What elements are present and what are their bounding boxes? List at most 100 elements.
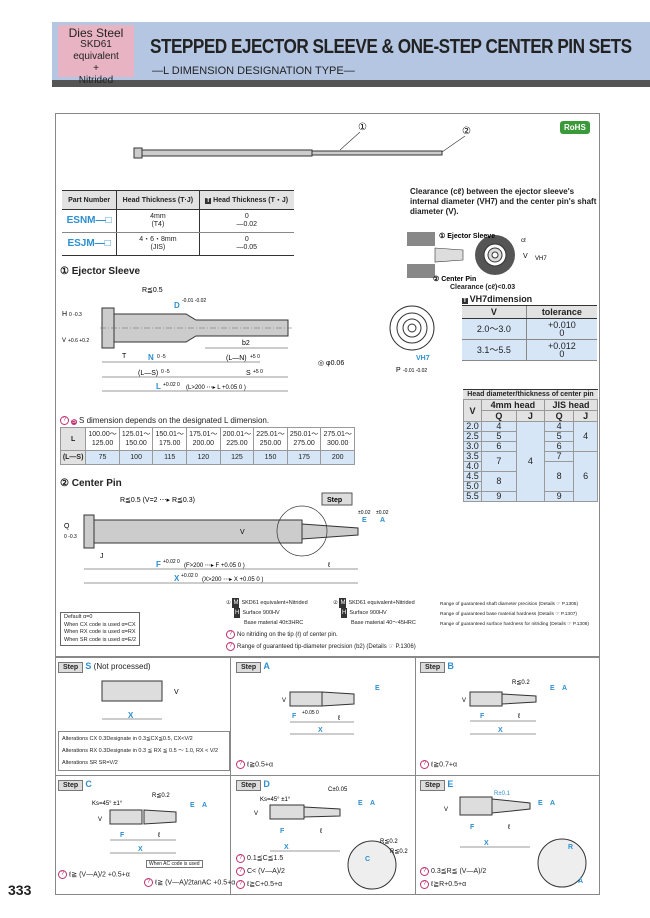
svg-text:ℓ: ℓ bbox=[517, 713, 521, 720]
thickness-note: (JIS) bbox=[150, 244, 166, 251]
step-s-header: Step S (Not processed) bbox=[58, 661, 151, 673]
ls-value: 125 bbox=[219, 450, 255, 465]
label-ell: ℓ bbox=[327, 562, 331, 569]
svg-text:A: A bbox=[202, 802, 207, 809]
svg-text:Ks=45° ±1°: Ks=45° ±1° bbox=[92, 801, 123, 807]
label-p-tol: -0.01 -0.02 bbox=[403, 368, 427, 374]
step-button[interactable]: Step bbox=[58, 780, 84, 791]
ls-value: 200 bbox=[320, 450, 355, 465]
label-runout: ◎ φ0.06 bbox=[318, 360, 344, 367]
part-esnm[interactable]: ESNM—□ bbox=[62, 209, 118, 233]
label-x-note: (X>200 ⋯▸ X +0.05 0 ) bbox=[202, 577, 263, 583]
step-button[interactable]: Step bbox=[420, 780, 446, 791]
svg-text:ℓ: ℓ bbox=[507, 824, 511, 831]
overview-drawing: ① ② bbox=[133, 122, 471, 159]
part-esjm[interactable]: ESJM—□ bbox=[62, 232, 118, 256]
label-ln: (L—N) bbox=[226, 355, 247, 362]
step-b-formula: ?ℓ≧0.7+α bbox=[420, 760, 457, 769]
ref-link[interactable]: Range of guaranteed surface hardness for… bbox=[440, 622, 590, 627]
alterations-box: Alterations CX 0.3Designate in 0.3≦CX≦0.… bbox=[58, 731, 230, 771]
ls-value: 100 bbox=[118, 450, 154, 465]
svg-text:V: V bbox=[444, 807, 448, 813]
ejector-sleeve-drawing: R≦0.5 D -0.01 -0.02 H 0 -0.3 V +0.6 +0.2… bbox=[62, 287, 435, 392]
label-ln-tol: +5 0 bbox=[250, 354, 260, 360]
l-range: 200.01～225.00 bbox=[219, 427, 255, 451]
step-b-header: Step B bbox=[420, 661, 454, 673]
step-button[interactable]: Step bbox=[236, 780, 262, 791]
step-callout: Step bbox=[327, 497, 342, 504]
step-c-header: Step C bbox=[58, 779, 92, 791]
th-l: L bbox=[59, 427, 87, 451]
step-a-formula: ?ℓ≧0.5+α bbox=[236, 760, 273, 769]
step-c-formula: ?ℓ≧ (V—A)/2 +0.5+α bbox=[58, 870, 130, 879]
svg-text:R≦0.2: R≦0.2 bbox=[512, 680, 530, 686]
sleeve-head bbox=[133, 147, 143, 159]
svg-text:A: A bbox=[370, 800, 375, 807]
label-v-tol: +0.6 +0.2 bbox=[68, 338, 89, 344]
svg-text:E: E bbox=[190, 802, 195, 809]
ls-value: 175 bbox=[286, 450, 322, 465]
label-pin: ② Center Pin bbox=[433, 275, 476, 283]
step-button[interactable]: Step bbox=[236, 662, 262, 673]
thickness: 4・6・8mm bbox=[139, 236, 177, 243]
svg-text:X: X bbox=[498, 727, 503, 734]
ls-value: 120 bbox=[186, 450, 221, 465]
material-line3: Nitrided bbox=[78, 75, 114, 86]
th-ls: (L—S) bbox=[59, 450, 87, 465]
l-range: 150.01～175.00 bbox=[152, 427, 188, 451]
step-button[interactable]: Step bbox=[420, 662, 446, 673]
label-q: Q bbox=[64, 523, 70, 530]
center-pin-drawing: R≦0.5 (V=2 ⋯▸ R≦0.3) Step Q 0 -0.3 V J E… bbox=[64, 492, 389, 584]
svg-text:A: A bbox=[550, 800, 555, 807]
th-thickness: Head Thickness (T·J) bbox=[116, 190, 200, 210]
dim-v: V bbox=[523, 253, 528, 260]
label-q-tol: 0 -0.3 bbox=[64, 534, 77, 540]
label-e: E bbox=[362, 517, 367, 524]
label-n: N bbox=[148, 353, 154, 362]
step-d-header: Step D bbox=[236, 779, 270, 791]
thickness: 4mm bbox=[150, 213, 166, 220]
svg-text:ℓ: ℓ bbox=[337, 715, 341, 722]
label-a-tol: ±0.02 bbox=[376, 510, 389, 516]
svg-text:V: V bbox=[462, 698, 466, 704]
material-line1: Dies Steel bbox=[68, 26, 124, 40]
dim-vh7: VH7 bbox=[535, 256, 547, 262]
tol-upper: 0 bbox=[244, 236, 249, 243]
svg-text:A: A bbox=[562, 685, 567, 692]
note-precision[interactable]: ?Range of guaranteed tip-diameter precis… bbox=[226, 642, 416, 651]
l-range: 175.01～200.00 bbox=[186, 427, 221, 451]
step-c-ac-formula: ?ℓ≧ (V—A)/2tanAC +0.5+α bbox=[144, 878, 235, 887]
label-b2: b2 bbox=[242, 340, 250, 347]
svg-text:V: V bbox=[98, 817, 102, 823]
steps-frame bbox=[55, 657, 600, 895]
t-mark: T bbox=[205, 198, 212, 204]
l-range: 250.01～275.00 bbox=[286, 427, 322, 451]
label-h: H bbox=[62, 311, 67, 318]
ref-link[interactable]: Range of guaranteed base material hardne… bbox=[440, 612, 578, 617]
thickness-note: (T4) bbox=[151, 221, 165, 228]
table-row: ESNM—□4mm(T4)0—0.02 bbox=[62, 209, 294, 233]
svg-text:Ks=45° ±1°: Ks=45° ±1° bbox=[260, 797, 291, 803]
header-bar bbox=[52, 80, 650, 87]
label-r: R≦0.5 bbox=[142, 287, 163, 294]
svg-text:F: F bbox=[120, 832, 125, 839]
ls-value: 115 bbox=[152, 450, 188, 465]
l-range: 100.00～125.00 bbox=[85, 427, 120, 451]
ref-link[interactable]: Range of guaranteed shaft diameter preci… bbox=[440, 602, 579, 607]
callout-2: ② bbox=[462, 126, 471, 137]
center-pin-heading: ② Center Pin bbox=[60, 478, 122, 489]
label-n-tol: 0 -5 bbox=[157, 354, 166, 360]
step-button[interactable]: Step bbox=[58, 662, 84, 673]
label-x: X bbox=[174, 574, 180, 583]
svg-text:R: R bbox=[568, 844, 573, 851]
label-v: V bbox=[62, 338, 66, 344]
svg-text:F: F bbox=[480, 713, 485, 720]
label-l-tol: +0.02 0 bbox=[163, 382, 180, 388]
th-v: V bbox=[462, 305, 527, 319]
